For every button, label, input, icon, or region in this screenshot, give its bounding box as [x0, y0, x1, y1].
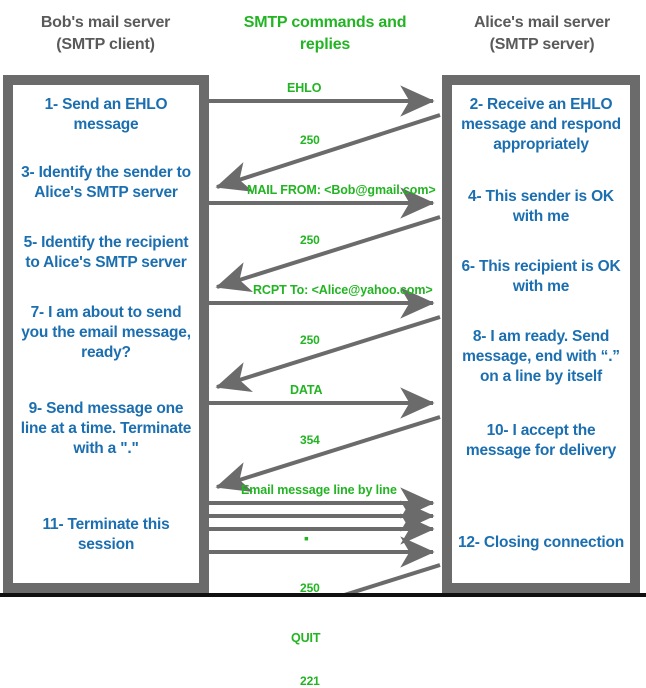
- client-steps-list: 1- Send an EHLO message 3- Identify the …: [13, 85, 199, 583]
- label-quit: QUIT: [291, 631, 321, 645]
- server-steps-list: 2- Receive an EHLO message and respond a…: [452, 85, 630, 583]
- label-250-a: 250: [300, 133, 320, 147]
- label-rcpt-to: RCPT To: <Alice@yahoo.com>: [253, 283, 433, 297]
- label-continuation-dot: ▪: [304, 530, 309, 546]
- client-step-11: 11- Terminate this session: [42, 516, 170, 553]
- server-step-8: 8- I am ready. Send message, end with “.…: [462, 328, 620, 385]
- arrow-250-c: [215, 315, 441, 393]
- label-250-c: 250: [300, 333, 320, 347]
- label-ehlo: EHLO: [287, 81, 322, 95]
- header-client-line1: Bob's mail server: [40, 14, 171, 31]
- server-panel: 2- Receive an EHLO message and respond a…: [442, 75, 640, 593]
- server-step-6: 6- This recipient is OK with me: [461, 258, 621, 295]
- bottom-strip: [0, 593, 646, 597]
- client-step-7: 7- I am about to send you the email mess…: [21, 304, 191, 361]
- label-mail-from: MAIL FROM: <Bob@gmail.com>: [247, 183, 436, 197]
- label-221: 221: [300, 674, 320, 688]
- header-client-line2: (SMTP client): [56, 36, 155, 53]
- header-protocol: SMTP commands and replies: [212, 12, 438, 56]
- server-step-10: 10- I accept the message for delivery: [465, 422, 617, 459]
- header-server: Alice's mail server (SMTP server): [442, 12, 642, 56]
- label-data: DATA: [290, 383, 323, 397]
- server-step-4: 4- This sender is OK with me: [468, 188, 614, 225]
- message-channel: EHLO 250 MAIL FROM: <Bob@gmail.com> 250 …: [209, 75, 442, 688]
- client-step-3: 3- Identify the sender to Alice's SMTP s…: [21, 164, 191, 201]
- client-step-5: 5- Identify the recipient to Alice's SMT…: [23, 234, 189, 271]
- smtp-sequence-diagram: Bob's mail server (SMTP client) SMTP com…: [0, 12, 646, 688]
- header-protocol-line1: SMTP commands and: [243, 14, 407, 31]
- server-step-12: 12- Closing connection: [457, 534, 625, 551]
- header-protocol-line2: replies: [299, 36, 351, 53]
- arrow-250-a: [215, 113, 441, 192]
- label-250-b: 250: [300, 233, 320, 247]
- client-step-1: 1- Send an EHLO message: [44, 96, 168, 133]
- label-354: 354: [300, 433, 320, 447]
- client-step-9: 9- Send message one line at a time. Term…: [20, 400, 192, 457]
- server-step-2: 2- Receive an EHLO message and respond a…: [461, 96, 621, 153]
- header-server-line2: (SMTP server): [489, 36, 595, 53]
- label-250-d: 250: [300, 581, 320, 595]
- header-server-line1: Alice's mail server: [473, 14, 611, 31]
- arrow-354: [215, 415, 441, 493]
- header-client: Bob's mail server (SMTP client): [3, 12, 208, 56]
- client-panel: 1- Send an EHLO message 3- Identify the …: [3, 75, 209, 593]
- arrow-250-d: [344, 563, 441, 593]
- message-arrows: [209, 85, 441, 593]
- arrow-250-b: [215, 215, 441, 293]
- label-email-message-lines: Email message line by line: [241, 483, 397, 497]
